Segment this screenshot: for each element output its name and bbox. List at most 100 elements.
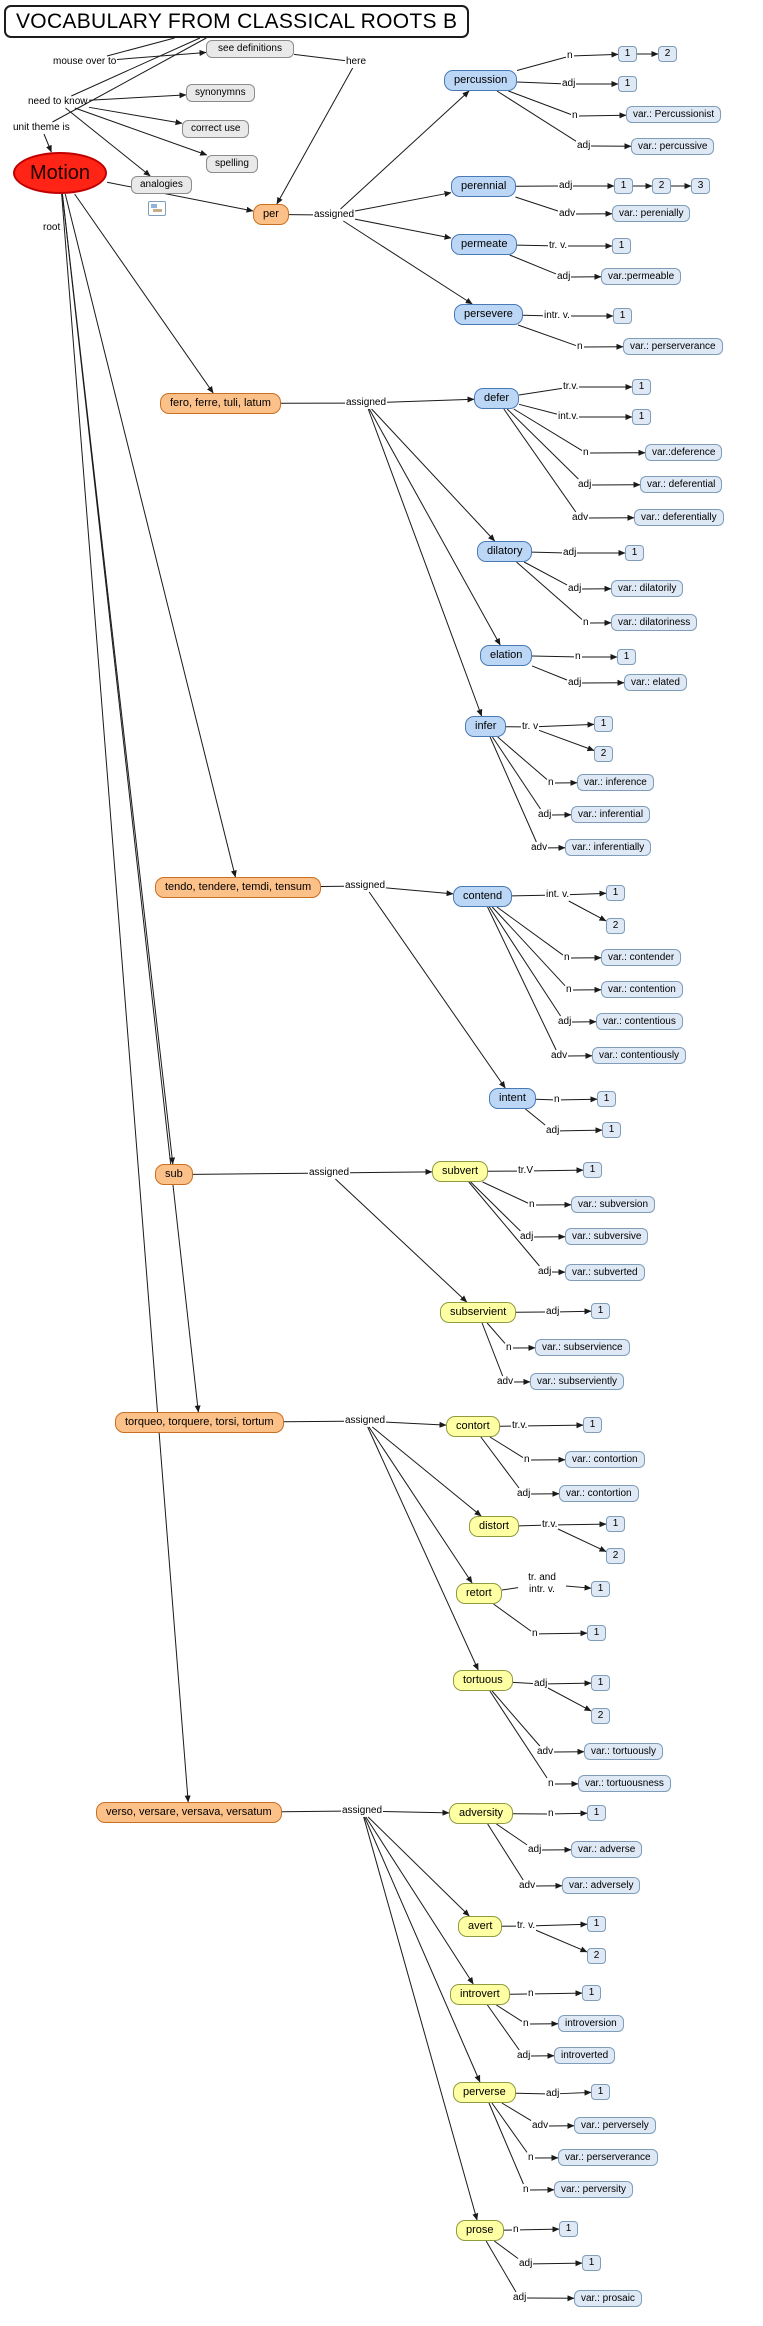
var-deferential[interactable]: var.: deferential: [640, 476, 723, 493]
num-distort-2[interactable]: 2: [606, 1548, 625, 1564]
contort[interactable]: contort: [446, 1416, 500, 1438]
fero[interactable]: fero, ferre, tuli, latum: [160, 393, 281, 415]
var-deference[interactable]: var.:deference: [645, 444, 723, 461]
distort[interactable]: distort: [469, 1516, 519, 1538]
var-contention[interactable]: var.: contention: [601, 981, 683, 998]
num-introvert-1[interactable]: 1: [582, 1985, 601, 2001]
num-infer-1[interactable]: 1: [594, 716, 613, 732]
spelling[interactable]: spelling: [206, 155, 258, 173]
correct-use[interactable]: correct use: [182, 120, 250, 138]
num-percussion-adj1[interactable]: 1: [618, 76, 637, 92]
var-subservience[interactable]: var.: subservience: [535, 1339, 630, 1356]
verso[interactable]: verso, versare, versava, versatum: [96, 1802, 282, 1824]
var-dilatorily[interactable]: var.: dilatorily: [611, 580, 684, 597]
var-inferentially[interactable]: var.: inferentially: [565, 839, 652, 856]
var-dilatoriness[interactable]: var.: dilatoriness: [611, 614, 698, 631]
var-introverted[interactable]: introverted: [554, 2047, 616, 2064]
avert[interactable]: avert: [458, 1916, 503, 1938]
elation[interactable]: elation: [480, 645, 533, 667]
adversity[interactable]: adversity: [449, 1803, 514, 1825]
synonymns[interactable]: synonymns: [186, 84, 255, 102]
num-dilatory-1[interactable]: 1: [625, 545, 644, 561]
subservient[interactable]: subservient: [440, 1302, 517, 1324]
var-contentiously[interactable]: var.: contentiously: [592, 1047, 687, 1064]
var-perserverance2[interactable]: var.: perserverance: [558, 2149, 658, 2166]
var-subserviently[interactable]: var.: subserviently: [530, 1373, 625, 1390]
defer[interactable]: defer: [474, 388, 520, 410]
analogies[interactable]: analogies: [131, 176, 192, 194]
contend[interactable]: contend: [453, 886, 513, 908]
perennial[interactable]: perennial: [451, 176, 517, 198]
num-avert-1[interactable]: 1: [587, 1916, 606, 1932]
num-subservient-1[interactable]: 1: [591, 1303, 610, 1319]
prose[interactable]: prose: [456, 2220, 504, 2242]
sub[interactable]: sub: [155, 1164, 193, 1186]
retort[interactable]: retort: [456, 1583, 502, 1605]
torqueo[interactable]: torqueo, torquere, torsi, tortum: [115, 1412, 284, 1434]
num-tortuous-1[interactable]: 1: [591, 1675, 610, 1691]
persevere[interactable]: persevere: [454, 304, 523, 326]
var-permeable[interactable]: var.:permeable: [601, 268, 682, 285]
infer[interactable]: infer: [465, 716, 507, 738]
num-tortuous-2[interactable]: 2: [591, 1708, 610, 1724]
analogies-image-icon[interactable]: [148, 201, 166, 216]
var-perversely[interactable]: var.: perversely: [574, 2117, 656, 2134]
introvert[interactable]: introvert: [450, 1984, 510, 2006]
num-contend-2[interactable]: 2: [606, 918, 625, 934]
percussion[interactable]: percussion: [444, 70, 518, 92]
tortuous[interactable]: tortuous: [453, 1670, 513, 1692]
num-avert-2[interactable]: 2: [587, 1948, 606, 1964]
num-contend-1[interactable]: 1: [606, 885, 625, 901]
var-tortuousness[interactable]: var.: tortuousness: [578, 1775, 671, 1792]
intent[interactable]: intent: [489, 1088, 536, 1110]
num-distort-1[interactable]: 1: [606, 1516, 625, 1532]
var-percussionist[interactable]: var.: Percussionist: [626, 106, 722, 123]
var-perversity[interactable]: var.: perversity: [554, 2181, 634, 2198]
num-perverse-1[interactable]: 1: [591, 2084, 610, 2100]
var-elated[interactable]: var.: elated: [624, 674, 687, 691]
num-contort-1[interactable]: 1: [583, 1417, 602, 1433]
num-persevere-1[interactable]: 1: [613, 308, 632, 324]
permeate[interactable]: permeate: [451, 234, 518, 256]
var-contentious[interactable]: var.: contentious: [596, 1013, 683, 1030]
var-deferentially[interactable]: var.: deferentially: [634, 509, 724, 526]
var-percussive[interactable]: var.: percussive: [631, 138, 715, 155]
num-infer-2[interactable]: 2: [594, 746, 613, 762]
var-introversion[interactable]: introversion: [558, 2015, 624, 2032]
var-contender[interactable]: var.: contender: [601, 949, 682, 966]
num-prose-n[interactable]: 1: [559, 2221, 578, 2237]
motion[interactable]: Motion: [13, 152, 108, 194]
var-contortion-n[interactable]: var.: contortion: [565, 1451, 645, 1468]
num-retort-n[interactable]: 1: [587, 1625, 606, 1641]
var-inferential[interactable]: var.: inferential: [571, 806, 651, 823]
dilatory[interactable]: dilatory: [477, 541, 533, 563]
var-subversive[interactable]: var.: subversive: [565, 1228, 649, 1245]
var-subverted[interactable]: var.: subverted: [565, 1264, 645, 1281]
num-elation-1[interactable]: 1: [617, 649, 636, 665]
num-defer-trv[interactable]: 1: [632, 379, 651, 395]
tendo[interactable]: tendo, tendere, temdi, tensum: [155, 877, 322, 899]
var-perenially[interactable]: var.: perenially: [612, 205, 691, 222]
num-adversity-1[interactable]: 1: [587, 1805, 606, 1821]
num-perennial-3[interactable]: 3: [691, 178, 710, 194]
subvert[interactable]: subvert: [432, 1161, 489, 1183]
num-retort-1[interactable]: 1: [591, 1581, 610, 1597]
per[interactable]: per: [253, 204, 289, 226]
num-prose-adj[interactable]: 1: [582, 2255, 601, 2271]
perverse[interactable]: perverse: [453, 2082, 516, 2104]
num-percussion-n1-1[interactable]: 1: [618, 46, 637, 62]
num-perennial-2[interactable]: 2: [652, 178, 671, 194]
var-perserverance[interactable]: var.: perserverance: [623, 338, 723, 355]
var-prosaic[interactable]: var.: prosaic: [574, 2290, 642, 2307]
var-contortion-adj[interactable]: var.: contortion: [559, 1485, 639, 1502]
num-intent-adj[interactable]: 1: [602, 1122, 621, 1138]
var-tortuously[interactable]: var.: tortuously: [584, 1743, 664, 1760]
num-permeate-1[interactable]: 1: [612, 238, 631, 254]
num-defer-intv[interactable]: 1: [632, 409, 651, 425]
var-subversion[interactable]: var.: subversion: [571, 1196, 656, 1213]
num-perennial-1[interactable]: 1: [614, 178, 633, 194]
var-adverse[interactable]: var.: adverse: [571, 1841, 643, 1858]
see-definitions[interactable]: see definitions: [206, 40, 294, 58]
num-subvert-1[interactable]: 1: [583, 1162, 602, 1178]
num-intent-n[interactable]: 1: [597, 1091, 616, 1107]
